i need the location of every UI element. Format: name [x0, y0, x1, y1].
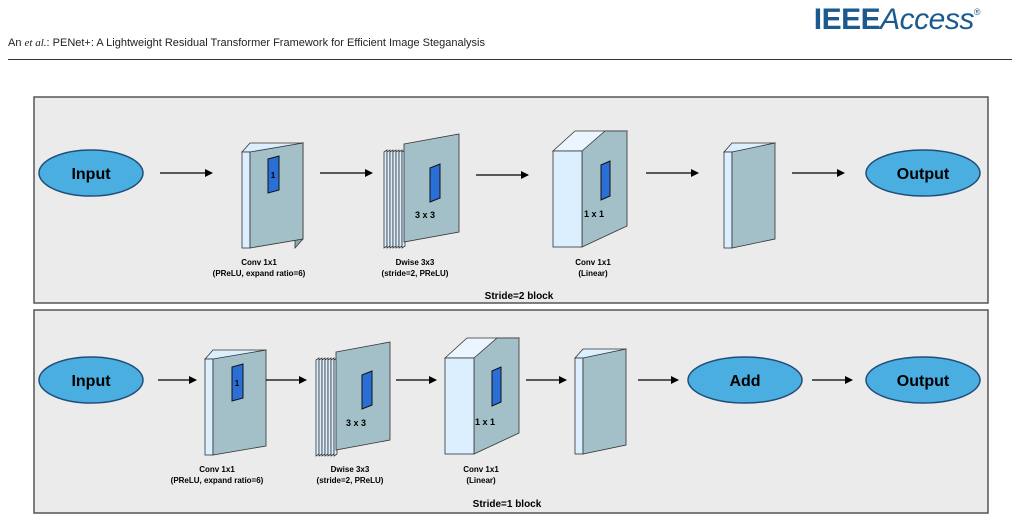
stride1-conv1-kernel-label: 1: [235, 379, 240, 388]
dwise-sheet: [389, 149, 394, 249]
stride1-output-node: Output: [865, 356, 981, 404]
stride1-dwise-layer: 3 x 3: [315, 341, 391, 457]
stride1-conv1-caption-2: (PReLU, expand ratio=6): [171, 476, 264, 485]
stride1-conv2-kernel-label: 1 x 1: [475, 417, 495, 427]
stride1-dwise-kernel-label: 3 x 3: [346, 418, 366, 428]
stride1-conv1-kernel: [231, 363, 244, 402]
stride2-conv2-layer: 1 x 1: [551, 130, 629, 248]
stride2-dwise-sheets: [383, 149, 406, 249]
dwise-sheet: [398, 149, 403, 249]
stride2-dwise-kernel: [429, 163, 441, 203]
stride1-add-node: Add: [687, 356, 803, 404]
stride2-dwise-layer: 3 x 3: [383, 133, 460, 249]
stride1-output-label: Output: [897, 373, 950, 390]
dwise-sheet: [318, 357, 323, 457]
stride2-conv2-caption-2: (Linear): [578, 269, 608, 278]
stride2-panel: [33, 96, 989, 304]
stride2-conv1-caption-2: (PReLU, expand ratio=6): [213, 269, 306, 278]
stride1-add-label: Add: [729, 373, 760, 390]
header-rule: [8, 59, 1012, 60]
stride1-conv2-caption-2: (Linear): [466, 476, 496, 485]
stride2-output-node: Output: [865, 149, 981, 197]
stride2-caption: Stride=2 block: [485, 291, 554, 302]
stride1-conv2-layer: 1 x 1: [443, 337, 521, 455]
stride2-conv1-caption-1: Conv 1x1: [241, 258, 277, 267]
stride1-block: Input 1 Conv 1x1 (PReLU, expand ratio=6)…: [33, 309, 989, 514]
running-header: An et al.: PENet+: A Lightweight Residua…: [8, 37, 485, 49]
dwise-sheet: [327, 357, 332, 457]
logo-mark: ®: [973, 7, 981, 17]
stride1-conv2-caption-1: Conv 1x1: [463, 465, 499, 474]
stride2-input-label: Input: [71, 166, 111, 183]
stride1-conv1-layer: 1: [204, 349, 267, 456]
dwise-sheet: [321, 357, 326, 457]
stride2-conv2-kernel: [600, 160, 611, 201]
header-title: : PENet+: A Lightweight Residual Transfo…: [46, 37, 486, 49]
dwise-sheet: [395, 149, 400, 249]
stride2-output-label: Output: [897, 166, 950, 183]
header-author: An: [8, 37, 22, 49]
dwise-sheet: [383, 149, 388, 249]
stride2-block: Input 1 Conv 1x1 (PReLU, expand ratio=6)…: [33, 96, 989, 304]
stride2-conv1-kernel-label: 1: [271, 171, 276, 180]
dwise-sheet: [392, 149, 397, 249]
dwise-sheet: [315, 357, 320, 457]
logo-access: Access: [880, 3, 974, 36]
stride2-dwise-caption-1: Dwise 3x3: [396, 258, 435, 267]
stride2-dwise-kernel-label: 3 x 3: [415, 210, 435, 220]
dwise-sheet: [330, 357, 335, 457]
stride1-conv2-kernel: [491, 366, 502, 407]
stride2-conv1-kernel: [267, 155, 280, 194]
stride1-conv1-caption-1: Conv 1x1: [199, 465, 235, 474]
stride2-conv1-layer: 1: [241, 141, 304, 250]
stride1-dwise-caption-2: (stride=2, PReLU): [317, 476, 384, 485]
dwise-sheet: [324, 357, 329, 457]
header-etal: et al.: [24, 37, 47, 49]
stride2-input-node: Input: [38, 149, 144, 197]
stride1-dwise-kernel: [361, 370, 373, 410]
stride2-dwise-caption-2: (stride=2, PReLU): [382, 269, 449, 278]
dwise-sheet: [386, 149, 391, 249]
stride1-input-label: Input: [71, 373, 111, 390]
stride2-conv2-caption-1: Conv 1x1: [575, 258, 611, 267]
stride1-dwise-caption-1: Dwise 3x3: [331, 465, 370, 474]
logo-ieee: IEEE: [813, 3, 881, 36]
stride2-output-layer: [723, 142, 776, 249]
stride1-caption: Stride=1 block: [473, 499, 542, 510]
stride2-conv2-kernel-label: 1 x 1: [584, 209, 604, 219]
stride1-dwise-sheets: [315, 357, 338, 457]
stride1-input-node: Input: [38, 356, 144, 404]
ieee-access-logo: IEEEAccess®: [813, 3, 981, 37]
stride1-output-layer: [574, 348, 627, 455]
